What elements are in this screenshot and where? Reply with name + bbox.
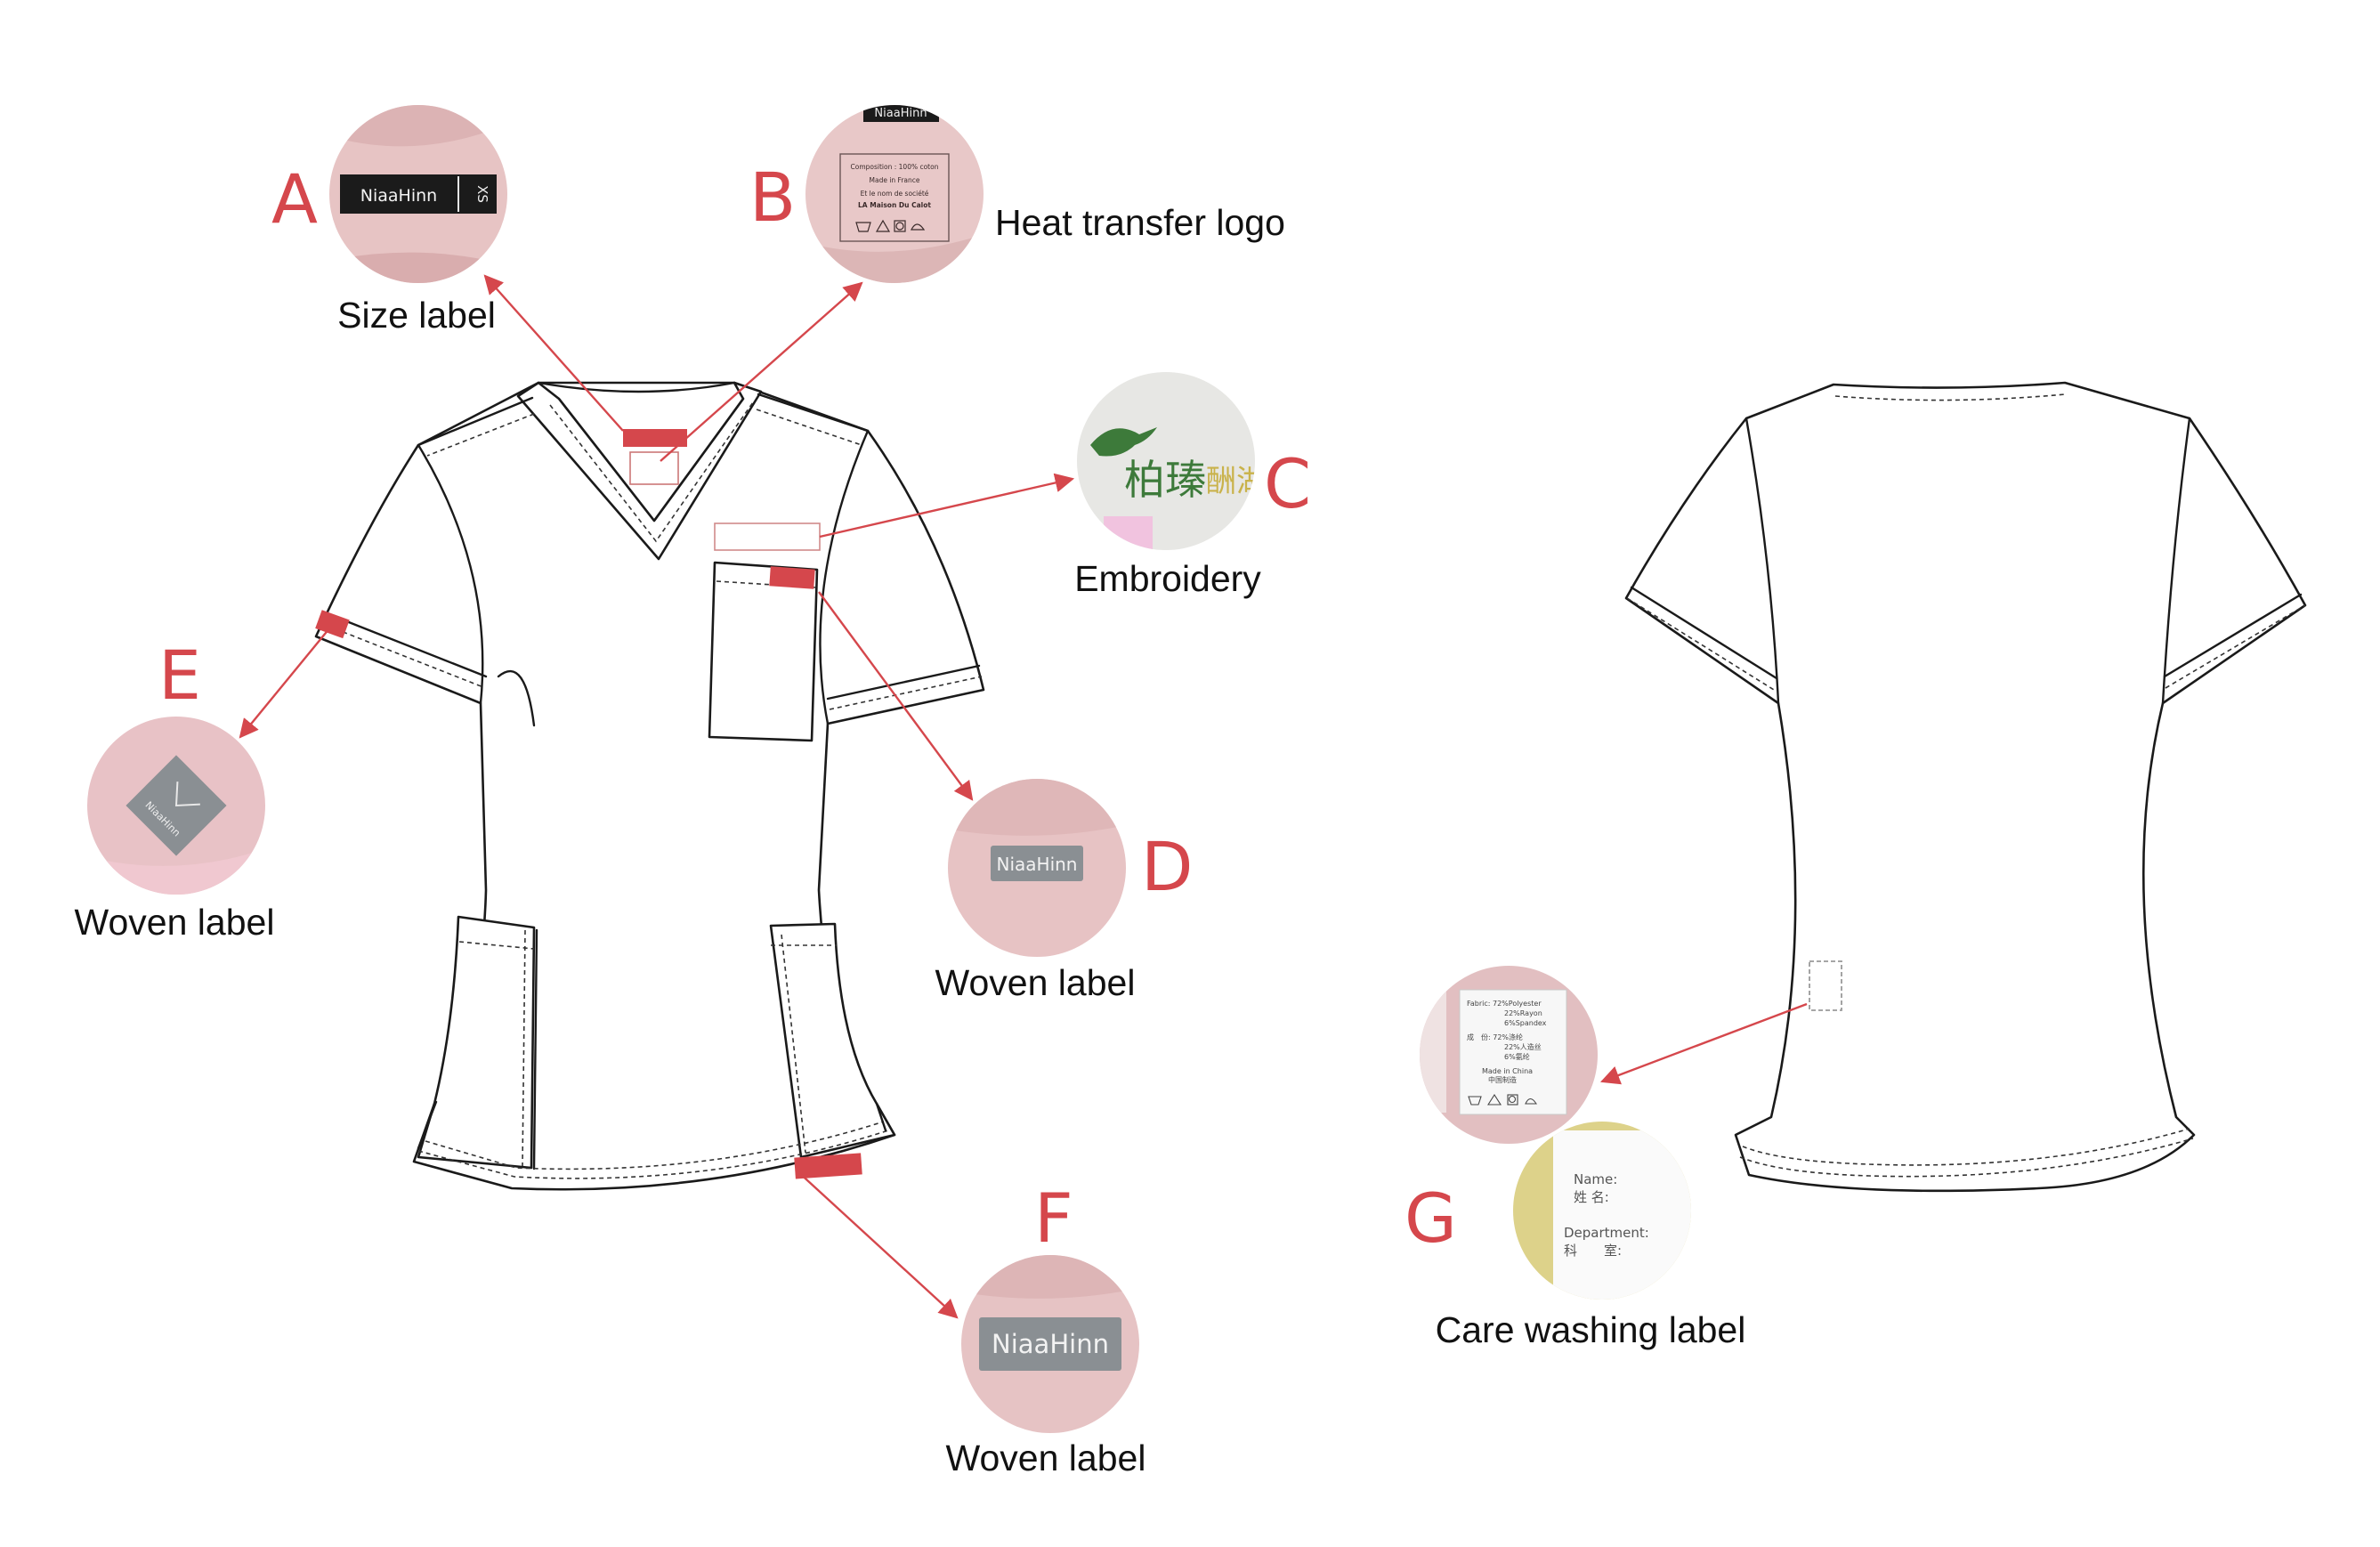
detail-embroidery: 柏瑧 酬湖 (1077, 372, 1267, 550)
svg-text:中国制造: 中国制造 (1488, 1075, 1517, 1084)
detail-heat-transfer-logo: NiaaHinn Composition : 100% coton Made i… (805, 105, 984, 283)
care-label-position (1809, 960, 1842, 1011)
svg-text:LA Maison Du Calot: LA Maison Du Calot (858, 201, 931, 209)
chest-pocket (708, 561, 819, 742)
caption-care-washing-label: Care washing label (1436, 1309, 1746, 1350)
size-label-position (623, 429, 687, 447)
pointer-arrows (239, 274, 1808, 1319)
wash-symbols-icon (1468, 1093, 1538, 1106)
detail-size-label: NiaaHinn XS (329, 105, 507, 283)
marker-a: A (271, 159, 318, 239)
marker-c: C (1264, 444, 1311, 523)
embroidery-script: 酬湖 (1206, 464, 1267, 499)
captions: Size label Heat transfer logo Embroidery… (75, 202, 1746, 1478)
logo-mark-icon (174, 782, 200, 807)
heat-transfer-position (629, 451, 679, 485)
caption-hem-woven-label: Woven label (946, 1438, 1146, 1478)
embroidery-chinese: 柏瑧 (1124, 456, 1206, 504)
svg-text:22%Rayon: 22%Rayon (1504, 1009, 1542, 1017)
back-body-outline (1624, 381, 2307, 1193)
svg-text:Composition : 100% coton: Composition : 100% coton (851, 163, 939, 171)
marker-letters: A B C D E F G (158, 158, 1457, 1258)
marker-f: F (1034, 1178, 1073, 1258)
size-tag (340, 174, 497, 214)
caption-sleeve-woven-label: Woven label (75, 902, 275, 943)
pocket-woven-label-position (769, 566, 815, 589)
size-tag-brand: NiaaHinn (360, 186, 437, 206)
svg-text:22%人造丝: 22%人造丝 (1504, 1042, 1542, 1051)
front-scrub-top (314, 381, 985, 1191)
svg-text:6%Spandex: 6%Spandex (1504, 1019, 1547, 1027)
marker-g: G (1405, 1178, 1457, 1258)
marker-d: D (1141, 827, 1194, 906)
caption-size-label: Size label (337, 295, 496, 336)
svg-text:NiaaHinn: NiaaHinn (997, 854, 1078, 875)
front-body-outline (314, 381, 985, 1191)
care-symbols-icon (855, 219, 926, 232)
woven-tag-f (979, 1317, 1121, 1371)
front-back-neck (537, 381, 736, 393)
detail-sleeve-woven-label: NiaaHinn (87, 717, 265, 895)
svg-text:姓 名:: 姓 名: (1574, 1189, 1609, 1205)
svg-text:Made in France: Made in France (870, 176, 920, 184)
size-tag-size: XS (474, 185, 490, 203)
woven-tag-d (991, 846, 1083, 881)
svg-text:Fabric: 72%Polyester: Fabric: 72%Polyester (1467, 1000, 1542, 1008)
print-header: NiaaHinn (874, 107, 927, 120)
hem-woven-label-position (794, 1153, 862, 1179)
bird-icon (1090, 427, 1157, 457)
embroidery-position (714, 522, 821, 551)
left-lower-pocket (417, 915, 536, 1170)
svg-text:Made in China: Made in China (1482, 1067, 1533, 1075)
svg-text:Department:: Department: (1564, 1225, 1649, 1241)
back-scrub-top (1624, 381, 2307, 1193)
caption-embroidery: Embroidery (1074, 558, 1261, 599)
marker-e: E (158, 636, 201, 715)
detail-hem-woven-label: NiaaHinn (961, 1255, 1139, 1433)
svg-text:Et le nom de société: Et le nom de société (861, 190, 929, 198)
marker-b: B (749, 158, 796, 237)
caption-pocket-woven-label: Woven label (935, 962, 1136, 1003)
svg-text:6%氨纶: 6%氨纶 (1504, 1052, 1530, 1061)
detail-pocket-woven-label: NiaaHinn (948, 779, 1126, 957)
svg-text:NiaaHinn: NiaaHinn (992, 1329, 1109, 1359)
svg-text:成 份: 72%涤纶: 成 份: 72%涤纶 (1467, 1033, 1523, 1041)
front-neck-inner (557, 397, 745, 522)
svg-text:Name:: Name: (1574, 1171, 1617, 1187)
caption-heat-transfer-logo: Heat transfer logo (995, 202, 1285, 243)
svg-text:科 室:: 科 室: (1564, 1243, 1622, 1259)
